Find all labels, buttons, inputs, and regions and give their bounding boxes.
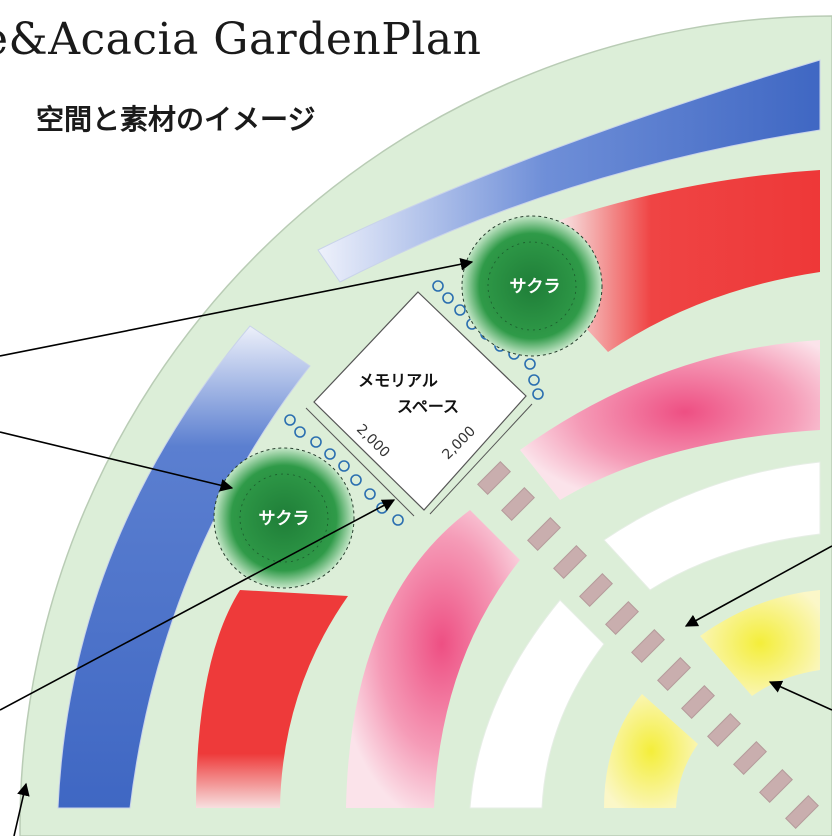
tree-top: サクラ bbox=[461, 215, 603, 357]
pink-bed-right bbox=[520, 340, 820, 500]
pink-bed-left bbox=[346, 510, 520, 808]
tree-label-left: サクラ bbox=[259, 509, 310, 529]
memorial-label-line2: スペース bbox=[397, 397, 459, 416]
memorial-label-line1: メモリアル bbox=[358, 371, 438, 390]
white-bed-right bbox=[603, 461, 821, 591]
white-bed-left bbox=[469, 599, 605, 809]
page-subtitle: 空間と素材のイメージ bbox=[36, 103, 316, 136]
yellow-bed-left bbox=[604, 694, 698, 808]
blue-bed-top bbox=[317, 59, 821, 283]
red-bed-top bbox=[560, 170, 820, 352]
leader-lines bbox=[0, 257, 832, 836]
tree-label-top: サクラ bbox=[510, 277, 561, 297]
red-bed-left bbox=[196, 590, 348, 808]
stepping-stones bbox=[477, 461, 819, 829]
tree-left: サクラ bbox=[213, 447, 355, 589]
yellow-bed-right bbox=[700, 590, 820, 696]
blue-bed-left bbox=[57, 325, 311, 809]
page-title: e&Acacia GardenPlan bbox=[0, 14, 482, 65]
